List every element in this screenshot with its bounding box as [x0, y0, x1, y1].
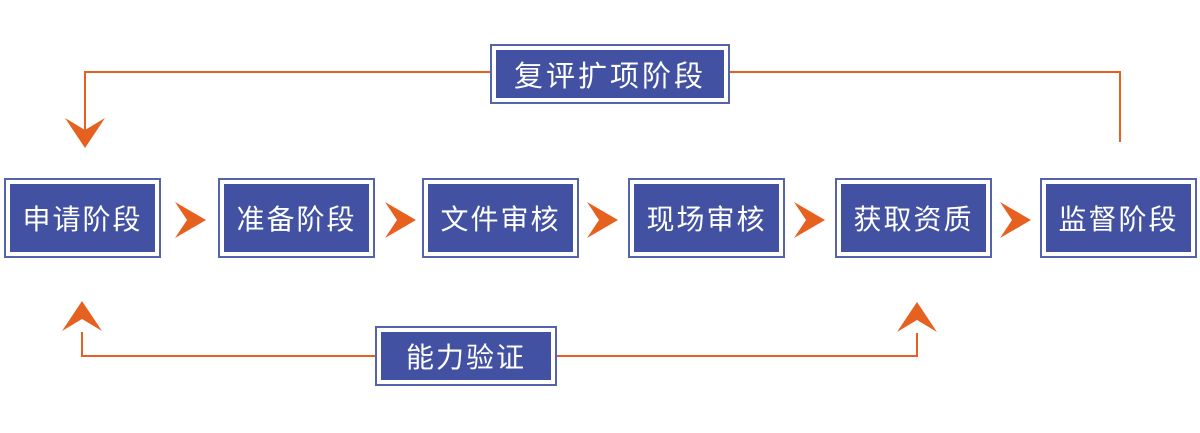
arrowhead-up-right-icon: [897, 302, 937, 332]
chevron-right-icon: [385, 202, 416, 238]
stage-box-document-review: 文件审核: [422, 178, 579, 258]
stage-label: 现场审核: [634, 184, 779, 252]
stage-box-application: 申请阶段: [4, 178, 161, 258]
loop-label: 能力验证: [381, 332, 551, 380]
stage-label: 准备阶段: [224, 184, 369, 252]
loop-box-proficiency-testing: 能力验证: [375, 326, 557, 386]
loop-label: 复评扩项阶段: [496, 50, 724, 98]
stage-label: 监督阶段: [1046, 184, 1191, 252]
chevron-right-icon: [175, 202, 206, 238]
arrowhead-down-icon: [65, 118, 105, 148]
stage-box-onsite-review: 现场审核: [628, 178, 785, 258]
stage-box-obtain-qualification: 获取资质: [835, 178, 992, 258]
chevron-right-icon: [587, 202, 618, 238]
chevron-right-icon: [1000, 202, 1031, 238]
stage-label: 申请阶段: [10, 184, 155, 252]
stage-box-supervision: 监督阶段: [1040, 178, 1197, 258]
loop-box-reassessment-expansion: 复评扩项阶段: [490, 44, 730, 104]
chevron-right-icon: [794, 202, 825, 238]
stage-label: 获取资质: [841, 184, 986, 252]
stage-box-preparation: 准备阶段: [218, 178, 375, 258]
arrowhead-up-left-icon: [62, 301, 102, 331]
stage-label: 文件审核: [428, 184, 573, 252]
